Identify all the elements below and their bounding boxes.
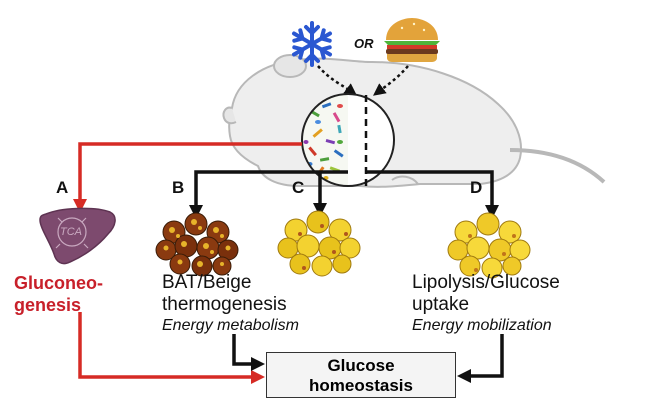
homeostasis-line1: Glucose [327, 356, 395, 375]
dotted-arrow-food [372, 65, 409, 96]
liver-icon [39, 207, 116, 265]
white-adipocytes [447, 212, 531, 279]
snowflake-icon [292, 21, 332, 67]
dotted-arrow-cold [317, 65, 358, 96]
arrow-gluconeogenesis-to-homeostasis [78, 312, 265, 384]
burger-icon [384, 18, 440, 62]
bat-line1: BAT/Beige [162, 272, 252, 293]
gluconeogenesis-label: Gluconeo- genesis [14, 272, 103, 316]
glucose-homeostasis-box: Glucose homeostasis [266, 352, 456, 398]
gluconeogenesis-line1: Gluconeo- [14, 273, 103, 293]
mouse-leg [391, 175, 419, 185]
branch-label-a: A [56, 178, 69, 197]
lipolysis-subtitle: Energy mobilization [412, 317, 552, 334]
or-label: OR [354, 36, 374, 51]
beige-adipocytes [277, 210, 361, 277]
branch-label-c: C [292, 178, 305, 197]
bat-thermogenesis-label: BAT/Beige thermogenesis Energy metabolis… [162, 272, 299, 336]
homeostasis-line2: homeostasis [309, 376, 413, 395]
arrow-lipolysis-to-homeostasis [457, 334, 504, 383]
branch-label-d: D [470, 178, 483, 197]
arrow-bat-to-homeostasis [232, 334, 265, 371]
arrow-d [366, 170, 499, 219]
arrow-b [189, 170, 348, 219]
lipolysis-line2: uptake [412, 294, 470, 315]
arrow-a-red [73, 142, 302, 213]
bat-line2: thermogenesis [162, 294, 287, 315]
tca-label: TCA [60, 226, 82, 238]
lipolysis-line1: Lipolysis/Glucose [412, 272, 560, 293]
brown-adipocytes [155, 212, 239, 277]
branch-label-b: B [172, 178, 185, 197]
lipolysis-label: Lipolysis/Glucose uptake Energy mobiliza… [412, 272, 560, 336]
bat-subtitle: Energy metabolism [162, 317, 299, 334]
mouse-silhouette [222, 54, 606, 188]
gluconeogenesis-line2: genesis [14, 295, 82, 315]
